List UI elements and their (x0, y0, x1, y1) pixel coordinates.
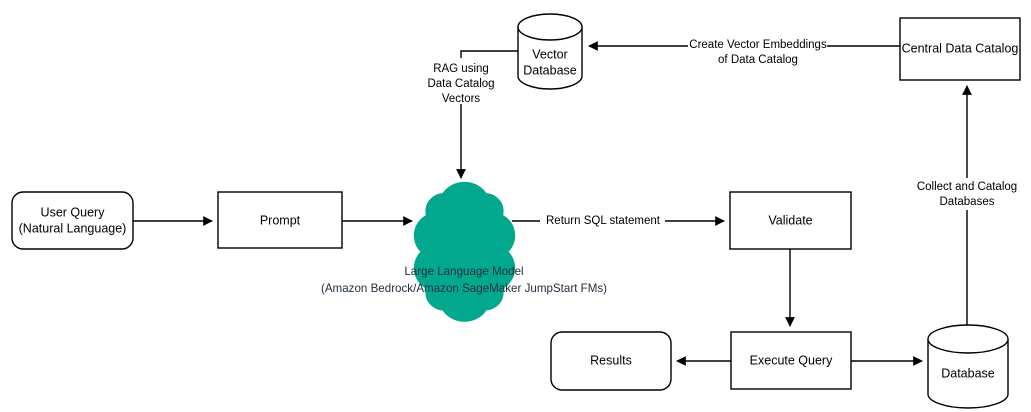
edge-label-return-sql: Return SQL statement (546, 215, 661, 227)
node-user-query[interactable]: User Query (Natural Language) (11, 191, 134, 250)
edge-label-rag-line1: RAG using (433, 63, 489, 75)
database-cylinder-body[interactable] (927, 339, 1009, 409)
edge-label-create-embeddings-line1: Create Vector Embeddings (689, 39, 827, 51)
prompt-box[interactable] (217, 191, 343, 249)
execute-query-box[interactable] (730, 331, 852, 390)
brain-circuit-icon[interactable] (413, 181, 516, 322)
user-query-label-line2: (Natural Language) (19, 221, 127, 235)
edge-label-rag-line3: Vectors (442, 93, 481, 105)
llm-caption: Large Language Model (Amazon Bedrock/Ama… (321, 265, 607, 295)
node-validate[interactable]: Validate (729, 191, 852, 250)
node-central-data-catalog[interactable]: Central Data Catalog (899, 17, 1021, 81)
vector-database-cylinder-top (517, 13, 583, 41)
edge-label-rag-line2: Data Catalog (427, 78, 494, 90)
results-label: Results (590, 353, 632, 367)
edge-vector-db-to-llm: RAG using Data Catalog Vectors (420, 50, 518, 179)
edge-label-collect-catalog-line1: Collect and Catalog (917, 181, 1017, 193)
edge-catalog-to-vector-db: Create Vector Embeddings of Data Catalog (588, 31, 900, 66)
node-database[interactable]: Database (927, 324, 1009, 409)
user-query-label-line1: User Query (41, 205, 106, 219)
database-cylinder-top (927, 324, 1009, 354)
llm-caption-line1: Large Language Model (404, 265, 523, 278)
edge-llm-to-validate: Return SQL statement (512, 212, 725, 229)
vector-database-cylinder-body[interactable] (517, 27, 583, 90)
user-query-box[interactable] (11, 191, 134, 250)
validate-label: Validate (768, 213, 812, 227)
node-prompt[interactable]: Prompt (217, 191, 343, 249)
edge-database-to-catalog: Collect and Catalog Databases (901, 85, 1031, 325)
prompt-label: Prompt (260, 213, 301, 227)
node-vector-database[interactable]: Vector Database (517, 13, 583, 90)
validate-box[interactable] (729, 191, 852, 250)
execute-query-label: Execute Query (750, 353, 833, 367)
llm-caption-line2: (Amazon Bedrock/Amazon SageMaker JumpSta… (321, 282, 607, 295)
node-results[interactable]: Results (550, 331, 672, 391)
vector-database-label-line1: Vector (532, 47, 567, 61)
results-box[interactable] (550, 331, 672, 391)
central-data-catalog-box[interactable] (899, 17, 1021, 81)
database-label: Database (941, 366, 995, 380)
edge-label-collect-catalog-line2: Databases (940, 196, 995, 208)
node-execute-query[interactable]: Execute Query (730, 331, 852, 390)
vector-database-label-line2: Database (523, 63, 577, 77)
edge-label-create-embeddings-line2: of Data Catalog (718, 54, 798, 66)
central-data-catalog-label: Central Data Catalog (902, 41, 1019, 55)
